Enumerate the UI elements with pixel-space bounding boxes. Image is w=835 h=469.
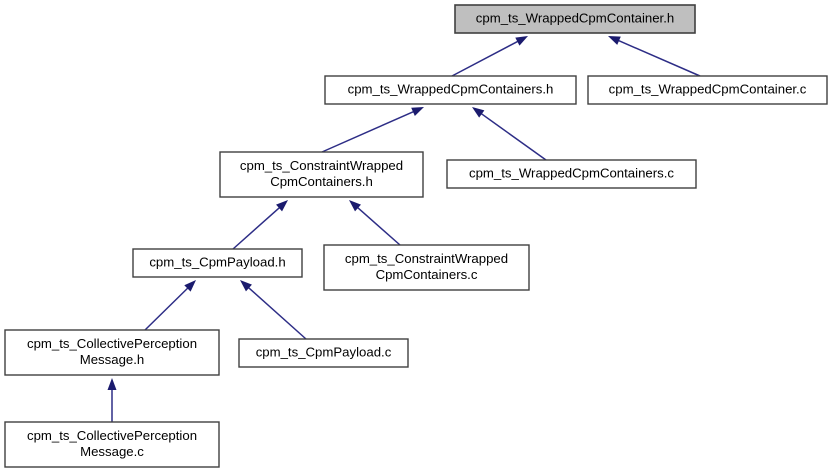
node-label: cpm_ts_WrappedCpmContainer.h — [476, 10, 674, 25]
node-label: cpm_ts_WrappedCpmContainers.h — [348, 81, 554, 96]
edge-line — [616, 39, 701, 77]
node-label: cpm_ts_WrappedCpmContainers.c — [469, 165, 674, 180]
node-box[interactable] — [219, 151, 424, 198]
dependency-edge — [107, 378, 117, 422]
graph-node-wrapped_containers_h[interactable]: cpm_ts_WrappedCpmContainers.h — [324, 75, 577, 105]
edge-line — [321, 110, 416, 153]
edge-arrowhead-icon — [515, 36, 528, 46]
node-label: cpm_ts_ConstraintWrapped — [240, 158, 403, 173]
edge-arrowhead-icon — [107, 378, 117, 390]
edge-line — [451, 39, 520, 77]
node-box[interactable] — [446, 159, 697, 189]
graph-node-cpm_payload_c[interactable]: cpm_ts_CpmPayload.c — [238, 338, 409, 368]
edge-line — [232, 206, 282, 250]
graph-node-wrapped_containers_c[interactable]: cpm_ts_WrappedCpmContainers.c — [446, 159, 697, 189]
dependency-edge — [451, 36, 528, 77]
node-label: Message.h — [80, 352, 145, 367]
dependency-edge — [240, 280, 307, 340]
edges-layer — [107, 36, 701, 422]
node-label: cpm_ts_CpmPayload.h — [149, 254, 285, 269]
nodes-layer: cpm_ts_WrappedCpmContainer.h cpm_ts_Wrapp… — [4, 4, 828, 468]
graph-node-cpm_payload_h[interactable]: cpm_ts_CpmPayload.h — [132, 248, 303, 278]
node-box[interactable] — [323, 244, 530, 291]
node-label: cpm_ts_CpmPayload.c — [256, 344, 392, 359]
edge-arrowhead-icon — [276, 200, 288, 212]
node-label: Message.c — [80, 444, 144, 459]
edge-line — [144, 286, 190, 331]
node-label: cpm_ts_CollectivePerception — [27, 336, 197, 351]
node-box[interactable] — [454, 4, 696, 34]
edge-line — [356, 206, 401, 246]
edge-arrowhead-icon — [472, 107, 485, 118]
edge-line — [479, 112, 547, 161]
dependency-edge — [144, 280, 196, 331]
dependency-edge — [321, 107, 424, 153]
node-box[interactable] — [324, 75, 577, 105]
node-label: cpm_ts_WrappedCpmContainer.c — [609, 81, 807, 96]
node-label: cpm_ts_ConstraintWrapped — [345, 251, 508, 266]
node-box[interactable] — [587, 75, 828, 105]
dependency-edge — [232, 200, 288, 250]
graph-node-wrapped_container_c[interactable]: cpm_ts_WrappedCpmContainer.c — [587, 75, 828, 105]
dependency-edge — [608, 36, 701, 77]
edge-arrowhead-icon — [608, 36, 621, 45]
graph-node-wrapped_container_h[interactable]: cpm_ts_WrappedCpmContainer.h — [454, 4, 696, 34]
node-box[interactable] — [4, 329, 220, 376]
edge-arrowhead-icon — [411, 107, 424, 116]
node-label: cpm_ts_CollectivePerception — [27, 428, 197, 443]
edge-arrowhead-icon — [184, 280, 196, 292]
dependency-edge — [349, 200, 401, 246]
edge-arrowhead-icon — [349, 200, 361, 212]
node-box[interactable] — [4, 421, 220, 468]
dependency-edge — [472, 107, 547, 161]
node-box[interactable] — [132, 248, 303, 278]
edge-line — [246, 286, 307, 340]
node-box[interactable] — [238, 338, 409, 368]
edge-arrowhead-icon — [240, 280, 252, 292]
node-label: CpmContainers.h — [270, 174, 373, 189]
node-label: CpmContainers.c — [376, 267, 478, 282]
